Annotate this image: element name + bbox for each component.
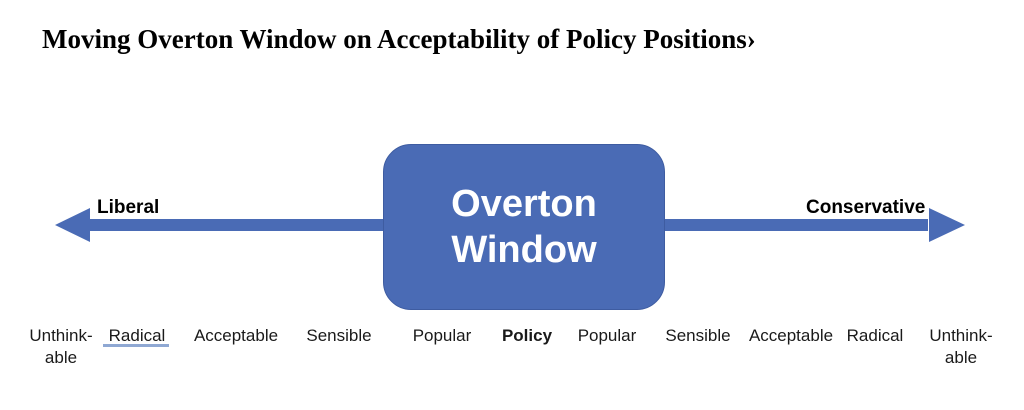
scale-label: Acceptable bbox=[194, 325, 278, 347]
scale-label-text: Popular bbox=[577, 326, 637, 345]
arrow-left-icon bbox=[55, 208, 90, 242]
arrow-shaft-right bbox=[650, 219, 928, 231]
scale-label: Popular bbox=[578, 325, 637, 347]
overton-window-box: Overton Window bbox=[383, 144, 665, 310]
scale-label: Policy bbox=[502, 325, 552, 347]
scale-label-text-line2: able bbox=[944, 348, 978, 367]
scale-label-text: Policy bbox=[501, 326, 553, 345]
scale-label-text: Radical bbox=[108, 326, 166, 345]
scale-label: Popular bbox=[413, 325, 472, 347]
scale-label: Acceptable bbox=[749, 325, 833, 347]
scale-label: Sensible bbox=[306, 325, 371, 347]
page-title: Moving Overton Window on Acceptability o… bbox=[42, 24, 756, 54]
scale-label-text: Acceptable bbox=[748, 326, 834, 345]
scale-label: Unthink-able bbox=[29, 325, 92, 369]
scale-label-text: Popular bbox=[412, 326, 472, 345]
scale-label: Radical bbox=[102, 325, 170, 347]
arrow-right-icon bbox=[929, 208, 965, 242]
direction-label-liberal: Liberal bbox=[97, 197, 160, 218]
arrow-shaft-left bbox=[88, 219, 398, 231]
scale-label: Sensible bbox=[665, 325, 730, 347]
scale-label-text-line2: able bbox=[44, 348, 78, 367]
scale-label: Radical bbox=[847, 325, 904, 347]
scale-label-text: Unthink- bbox=[29, 326, 93, 345]
scale-label-text: Sensible bbox=[306, 326, 372, 345]
scale-label-text: Unthink- bbox=[929, 326, 993, 345]
scale-label-text: Radical bbox=[846, 326, 904, 345]
direction-label-conservative: Conservative bbox=[806, 197, 926, 218]
overton-box-line-1: Overton bbox=[451, 183, 597, 225]
overton-box-line-2: Window bbox=[451, 229, 597, 271]
scale-label-text: Sensible bbox=[665, 326, 731, 345]
scale-label: Unthink-able bbox=[929, 325, 992, 369]
scale-label-text: Acceptable bbox=[193, 326, 279, 345]
